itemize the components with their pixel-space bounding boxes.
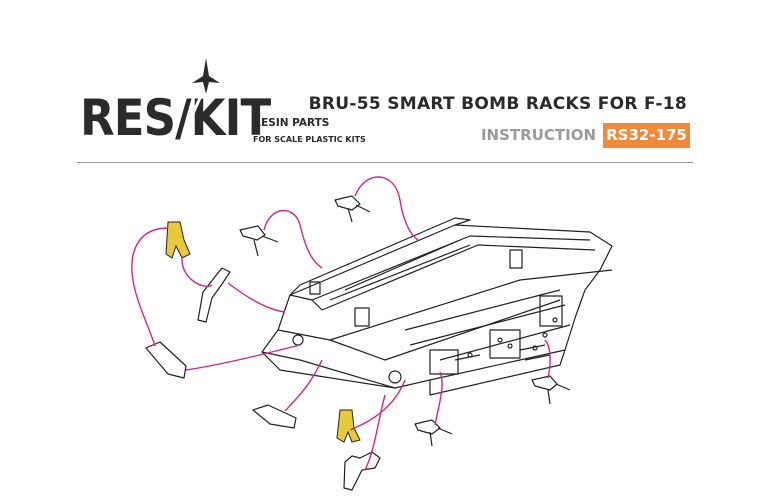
swivel-hook-4 [531,375,571,405]
reskit-logo: RES/KIT [80,58,271,158]
product-title: BRU-55 SMART BOMB RACKS FOR F-18 [308,94,687,114]
instruction-label: INSTRUCTION [480,126,596,144]
swivel-hook-3 [414,419,453,447]
sway-brace-1 [197,267,231,323]
tagline-scale-kits: FOR SCALE PLASTIC KITS [253,135,366,144]
leader-lines [131,176,551,471]
swivel-hook-1 [334,195,371,223]
header-divider [77,162,693,163]
tagline-resin-parts: RESIN PARTS [253,117,330,129]
bomb-rack-body [261,217,613,396]
swivel-hook-2 [239,225,279,257]
brand-name: RES/KIT [80,89,271,147]
fairing-2 [252,404,297,429]
resin-clamp-parts [165,221,361,443]
jet-icon [184,58,220,128]
sway-brace-2 [343,451,381,491]
fairing-1 [145,341,187,379]
product-code-badge: RS32-175 [603,123,690,148]
